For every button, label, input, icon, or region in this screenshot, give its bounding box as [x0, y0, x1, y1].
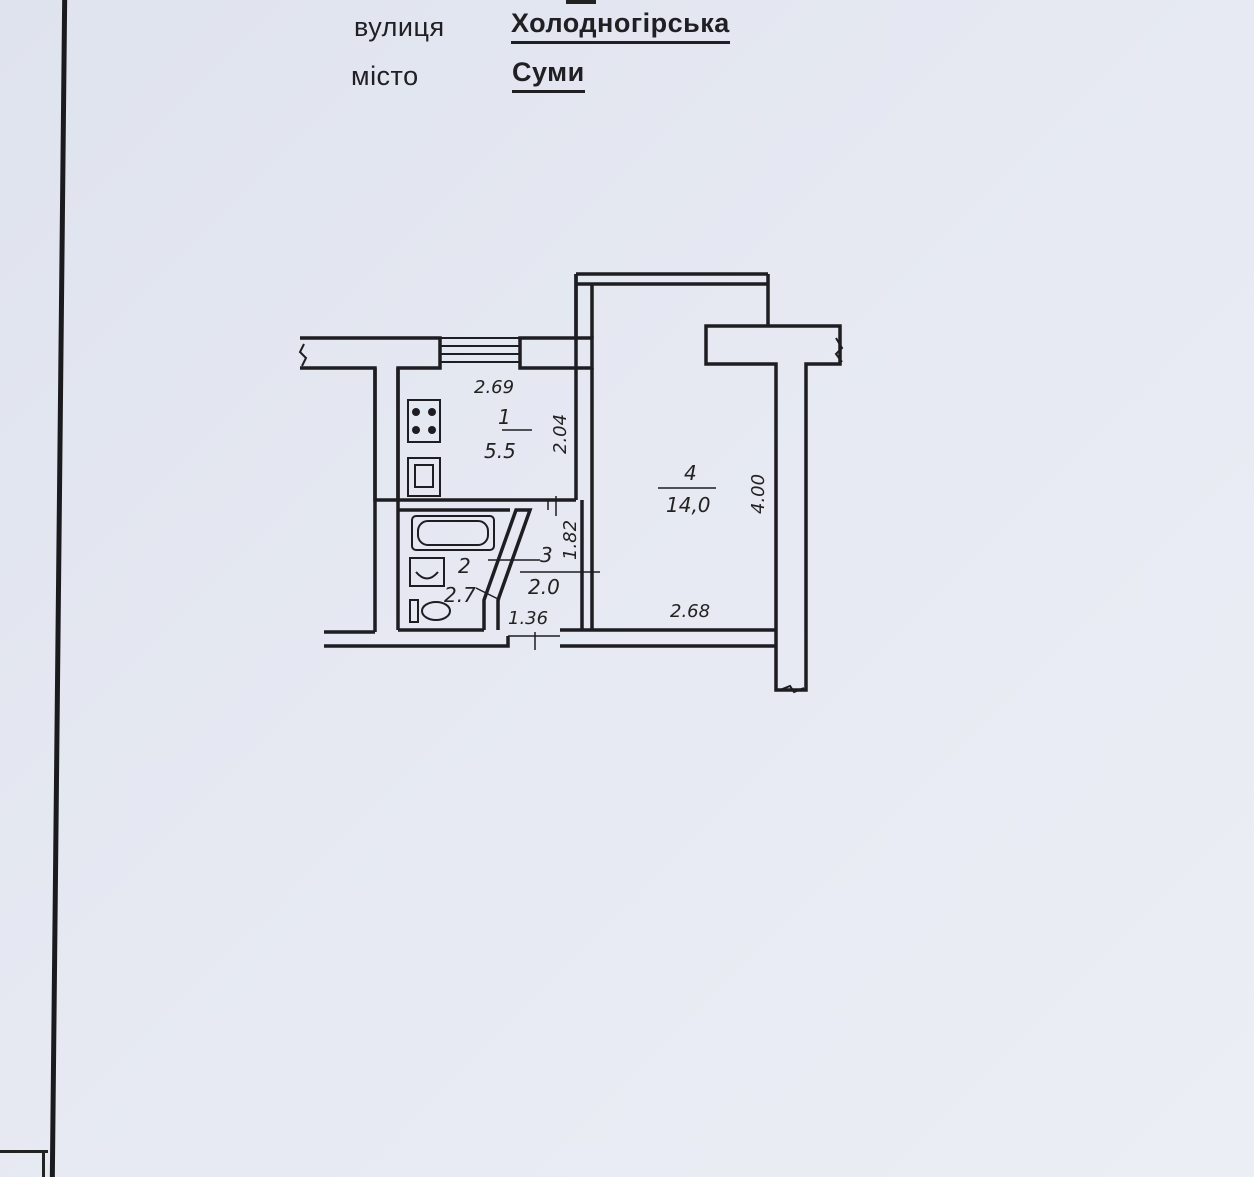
corner-mark-vertical	[42, 1152, 45, 1177]
wall-right	[704, 324, 842, 692]
room-4-width: 2.68	[670, 601, 710, 622]
balcony-frame	[574, 272, 770, 338]
wall-bath-diagonal	[482, 508, 533, 630]
corner-mark	[0, 1150, 48, 1153]
break-bottom	[779, 684, 805, 694]
top-edge-mark	[566, 0, 596, 4]
room-1-length: 2.04	[550, 414, 571, 454]
room-1-number: 1	[498, 405, 511, 429]
room-4-area: 14,0	[666, 493, 711, 517]
stove-icon	[407, 399, 441, 443]
wall-partition	[574, 274, 594, 630]
room-1-width: 2.69	[474, 377, 514, 398]
bathtub-icon	[411, 515, 495, 551]
washbasin-icon	[409, 557, 445, 587]
toilet-icon	[409, 599, 419, 623]
room-4-length: 4.00	[748, 474, 769, 514]
wall-kitchen-bottom	[398, 498, 576, 512]
wall-bottom	[324, 628, 776, 648]
street-value: Холодногірська	[511, 8, 730, 44]
wall-top-center	[518, 336, 594, 370]
kitchen-sink-icon	[407, 457, 441, 497]
kitchen-window	[440, 337, 520, 363]
break-right	[834, 337, 844, 363]
room-2-number: 2	[458, 554, 471, 578]
room-3-width: 1.36	[508, 608, 548, 629]
city-label: місто	[351, 61, 419, 91]
break-left	[298, 343, 308, 367]
room-3-length: 1.82	[560, 520, 581, 560]
room-1-area: 5.5	[484, 439, 516, 463]
street-label: вулиця	[354, 12, 445, 42]
city-value: Суми	[512, 57, 585, 93]
room-4-number: 4	[684, 461, 697, 485]
room-2-area: 2.7	[444, 583, 476, 607]
room-3-area: 2.0	[528, 575, 560, 599]
wall-top-left	[300, 336, 442, 502]
room-3-number: 3	[540, 543, 553, 567]
